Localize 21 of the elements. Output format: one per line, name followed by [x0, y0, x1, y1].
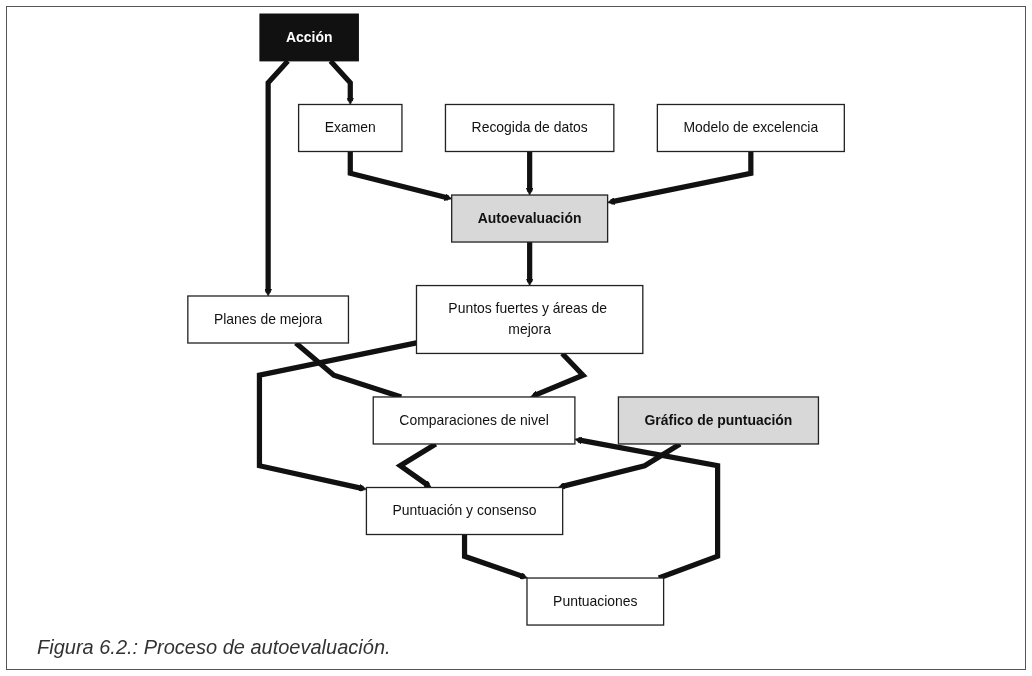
arrow	[264, 59, 290, 297]
arrow	[574, 436, 721, 581]
arrow	[461, 534, 528, 580]
node-box: Planes de mejora	[187, 295, 350, 344]
node-box: Examen	[297, 103, 403, 153]
node-box: Recogida de datos	[444, 103, 615, 153]
arrow	[607, 151, 754, 205]
node-box: Puntuación y consenso	[365, 486, 564, 536]
node-box: Autoevaluación	[450, 194, 609, 243]
arrow	[525, 242, 534, 286]
arrow	[347, 151, 452, 201]
figure-caption: Figura 6.2.: Proceso de autoevaluación.	[36, 635, 392, 660]
arrow	[256, 340, 417, 492]
node-box: Comparaciones de nivel	[372, 396, 576, 445]
node-box: Puntuaciones	[526, 577, 665, 626]
node-box: Puntos fuertes y áreas de mejora	[415, 284, 644, 355]
arrow	[525, 151, 534, 196]
node-box: Modelo de excelencia	[656, 103, 845, 153]
node-box: Acción	[259, 13, 359, 62]
arrow	[328, 59, 355, 105]
node-box: Gráfico de puntuación	[617, 396, 820, 445]
